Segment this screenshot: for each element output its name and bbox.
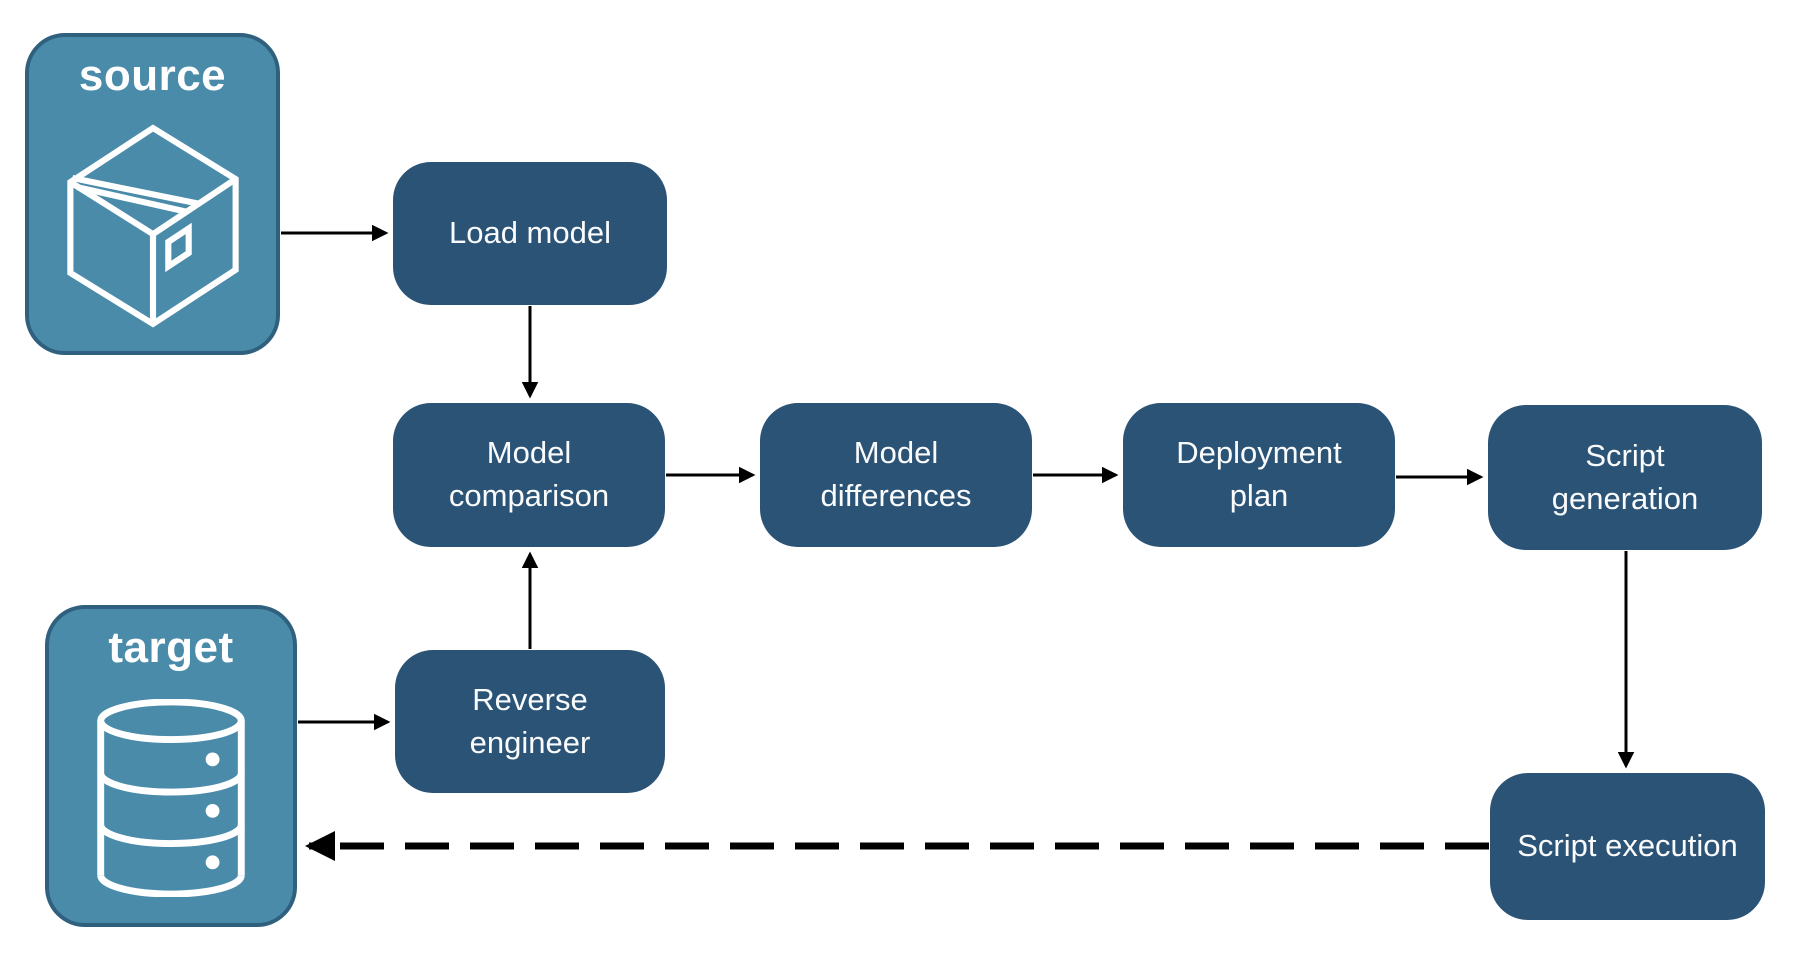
node-reverse-engineer[interactable]: Reverse engineer bbox=[395, 650, 665, 793]
load-model-label: Load model bbox=[448, 215, 611, 251]
source-label: source bbox=[78, 51, 227, 100]
package-icon bbox=[29, 101, 276, 351]
node-model-differences[interactable]: Model differences bbox=[760, 403, 1032, 547]
model-comparison-label: Model comparison bbox=[448, 435, 610, 513]
database-icon bbox=[49, 673, 293, 923]
target-label: target bbox=[108, 623, 234, 672]
node-script-execution[interactable]: Script execution bbox=[1490, 773, 1765, 920]
node-script-generation[interactable]: Script generation bbox=[1488, 405, 1762, 550]
node-load-model[interactable]: Load model bbox=[393, 162, 667, 305]
script-execution-label: Script execution bbox=[1517, 828, 1738, 864]
node-model-comparison[interactable]: Model comparison bbox=[393, 403, 665, 547]
deployment-plan-label: Deployment plan bbox=[1176, 435, 1342, 513]
node-target[interactable]: target bbox=[45, 605, 297, 927]
script-generation-label: Script generation bbox=[1551, 437, 1699, 516]
node-source[interactable]: source bbox=[25, 33, 280, 355]
node-deployment-plan[interactable]: Deployment plan bbox=[1123, 403, 1395, 547]
reverse-engineer-label: Reverse engineer bbox=[469, 681, 591, 760]
model-differences-label: Model differences bbox=[820, 435, 972, 513]
